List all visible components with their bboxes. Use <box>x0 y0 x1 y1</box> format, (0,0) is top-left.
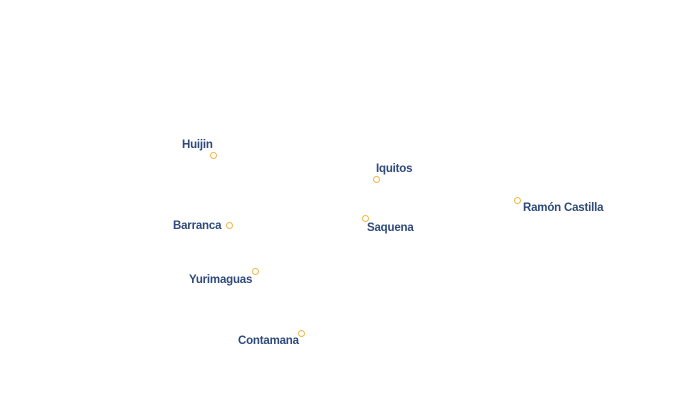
place-marker-yurimaguas[interactable] <box>252 268 259 275</box>
place-marker-barranca[interactable] <box>226 222 233 229</box>
place-marker-huijin[interactable] <box>210 152 217 159</box>
place-label-iquitos: Iquitos <box>376 163 413 175</box>
place-label-saquena: Saquena <box>367 222 414 234</box>
place-label-contamana: Contamana <box>238 335 299 347</box>
place-marker-contamana[interactable] <box>298 330 305 337</box>
place-label-huijin: Huijin <box>182 139 213 151</box>
place-label-barranca: Barranca <box>173 220 222 232</box>
place-label-yurimaguas: Yurimaguas <box>189 274 253 286</box>
place-label-ramon-castilla: Ramón Castilla <box>523 202 604 214</box>
place-marker-iquitos[interactable] <box>373 176 380 183</box>
place-marker-saquena[interactable] <box>362 215 369 222</box>
place-marker-ramon-castilla[interactable] <box>514 197 521 204</box>
